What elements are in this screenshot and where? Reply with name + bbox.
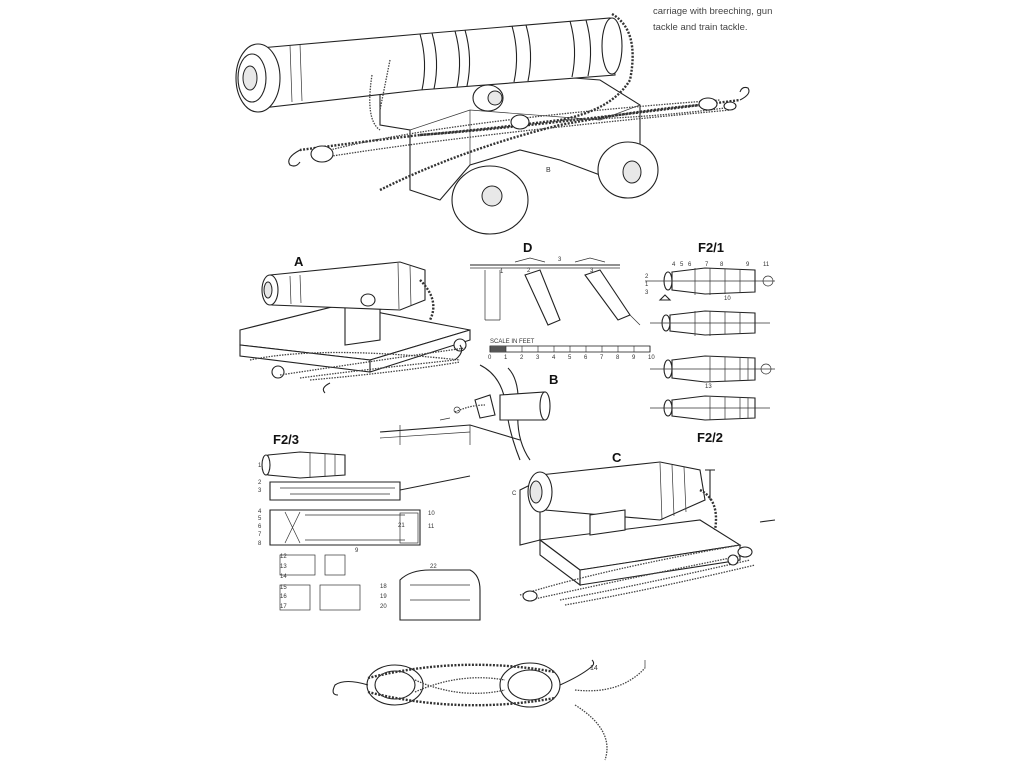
scale-tick-label: 1	[504, 355, 508, 361]
main-cannon-drawing	[235, 12, 750, 235]
scale-tick-label: 4	[552, 355, 556, 361]
main-cannon-label-b: B	[546, 167, 551, 174]
f2-1-part-number: 7	[705, 262, 709, 268]
drawing-d: 3 2 3 1	[470, 257, 641, 326]
svg-text:3: 3	[558, 257, 562, 263]
label-c: C	[612, 450, 622, 465]
f2-3-part-number: 2	[258, 480, 262, 486]
f2-3-part-number: 3	[258, 488, 262, 494]
f2-1-part-number: 10	[724, 296, 731, 302]
svg-text:3: 3	[590, 268, 594, 274]
f2-3-part-number: 4	[258, 509, 262, 515]
f2-3-part-number: 13	[280, 564, 287, 570]
drawing-b	[379, 364, 551, 461]
label-a: A	[294, 254, 304, 269]
f2-3-part-number: 11	[428, 524, 435, 530]
f2-1-part-number: 2	[645, 274, 649, 280]
svg-text:C: C	[512, 491, 517, 497]
label-f2-2: F2/2	[697, 430, 723, 445]
f2-3-part-number: 6	[258, 524, 262, 530]
drawing-tackle-14	[332, 659, 646, 761]
f2-3-part-number: 9	[355, 548, 359, 554]
f2-3-part-number: 7	[258, 532, 262, 538]
drawing-a	[239, 261, 471, 394]
f2-3-part-number: 16	[280, 594, 287, 600]
scale-tick-label: 7	[600, 355, 604, 361]
f2-1-part-number: 1	[645, 282, 649, 288]
f2-3-part-number: 1	[258, 463, 262, 469]
scale-title: SCALE IN FEET	[490, 339, 535, 345]
f2-3-part-number: 19	[380, 594, 387, 600]
scale-bar: SCALE IN FEET 0 1 2 3 4 5 6 7 8 9 10	[488, 339, 655, 361]
svg-text:1: 1	[500, 269, 504, 275]
label-d: D	[523, 240, 532, 255]
scale-tick-label: 3	[536, 355, 540, 361]
f2-3-part-number: 14	[280, 574, 287, 580]
f2-3-part-number: 5	[258, 516, 262, 522]
scale-tick-label: 0	[488, 355, 492, 361]
label-14: 14	[590, 665, 598, 672]
f2-3-part-number: 10	[428, 511, 435, 517]
f2-1-part-number: 3	[645, 290, 649, 296]
label-b: B	[549, 372, 558, 387]
svg-text:2: 2	[527, 268, 531, 274]
drawing-f2-2: 13	[650, 355, 775, 421]
label-f2-3: F2/3	[273, 432, 299, 447]
f2-3-part-number: 8	[258, 541, 262, 547]
f2-3-part-number: 12	[280, 554, 287, 560]
f2-3-part-number: 15	[280, 585, 287, 591]
f2-3-part-number: 20	[380, 604, 387, 610]
scale-tick-label: 10	[648, 355, 655, 361]
f2-3-part-number: 18	[380, 584, 387, 590]
scale-tick-label: 2	[520, 355, 524, 361]
scale-tick-label: 8	[616, 355, 620, 361]
svg-text:13: 13	[705, 384, 712, 390]
scale-tick-label: 5	[568, 355, 572, 361]
caption: carriage with breeching, gun tackle and …	[653, 0, 843, 36]
drawing-c: C	[512, 461, 776, 606]
f2-1-part-number: 6	[688, 262, 692, 268]
label-f2-1: F2/1	[698, 240, 724, 255]
f2-1-part-number: 9	[746, 262, 750, 268]
f2-3-part-number: 17	[280, 604, 287, 610]
f2-3-part-number: 22	[430, 564, 437, 570]
f2-1-part-number: 4	[672, 262, 676, 268]
f2-1-part-number: 11	[763, 262, 770, 268]
caption-line-1: carriage with breeching, gun	[653, 6, 773, 17]
f2-1-part-number: 8	[720, 262, 724, 268]
f2-1-part-number: 5	[680, 262, 684, 268]
scale-tick-label: 9	[632, 355, 636, 361]
f2-3-part-number: 21	[398, 523, 405, 529]
scale-tick-label: 6	[584, 355, 588, 361]
caption-line-2: tackle and train tackle.	[653, 22, 748, 33]
